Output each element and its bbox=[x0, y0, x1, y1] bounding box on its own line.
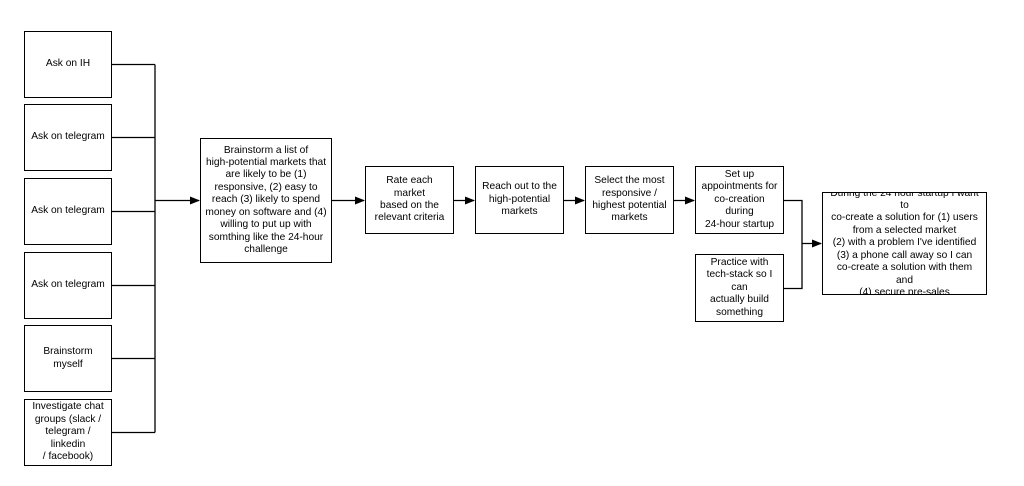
ask-telegram-box-2: Ask on telegram bbox=[24, 178, 112, 245]
reach-out-box: Reach out to the high-potential markets bbox=[475, 166, 564, 234]
ask-telegram-box-3: Ask on telegram bbox=[24, 252, 112, 319]
set-appointments-box: Set up appointments for co-creation duri… bbox=[695, 166, 784, 234]
practice-tech-stack-box: Practice with tech-stack so I can actual… bbox=[695, 254, 784, 322]
connector-tech-merge bbox=[784, 243, 803, 290]
select-responsive-box: Select the most responsive / highest pot… bbox=[585, 166, 674, 234]
brainstorm-list-box: Brainstorm a list of high-potential mark… bbox=[200, 138, 332, 263]
rate-market-box: Rate each market based on the relevant c… bbox=[365, 166, 454, 234]
final-goal-box: During the 24 hour startup I want to co-… bbox=[822, 192, 987, 295]
brainstorm-myself-box: Brainstorm myself bbox=[24, 325, 112, 392]
ask-telegram-box-1: Ask on telegram bbox=[24, 104, 112, 171]
investigate-chat-groups-box: Investigate chat groups (slack / telegra… bbox=[24, 399, 112, 466]
ask-ih-box: Ask on IH bbox=[24, 31, 112, 98]
connector-appointments-merge bbox=[784, 199, 803, 244]
